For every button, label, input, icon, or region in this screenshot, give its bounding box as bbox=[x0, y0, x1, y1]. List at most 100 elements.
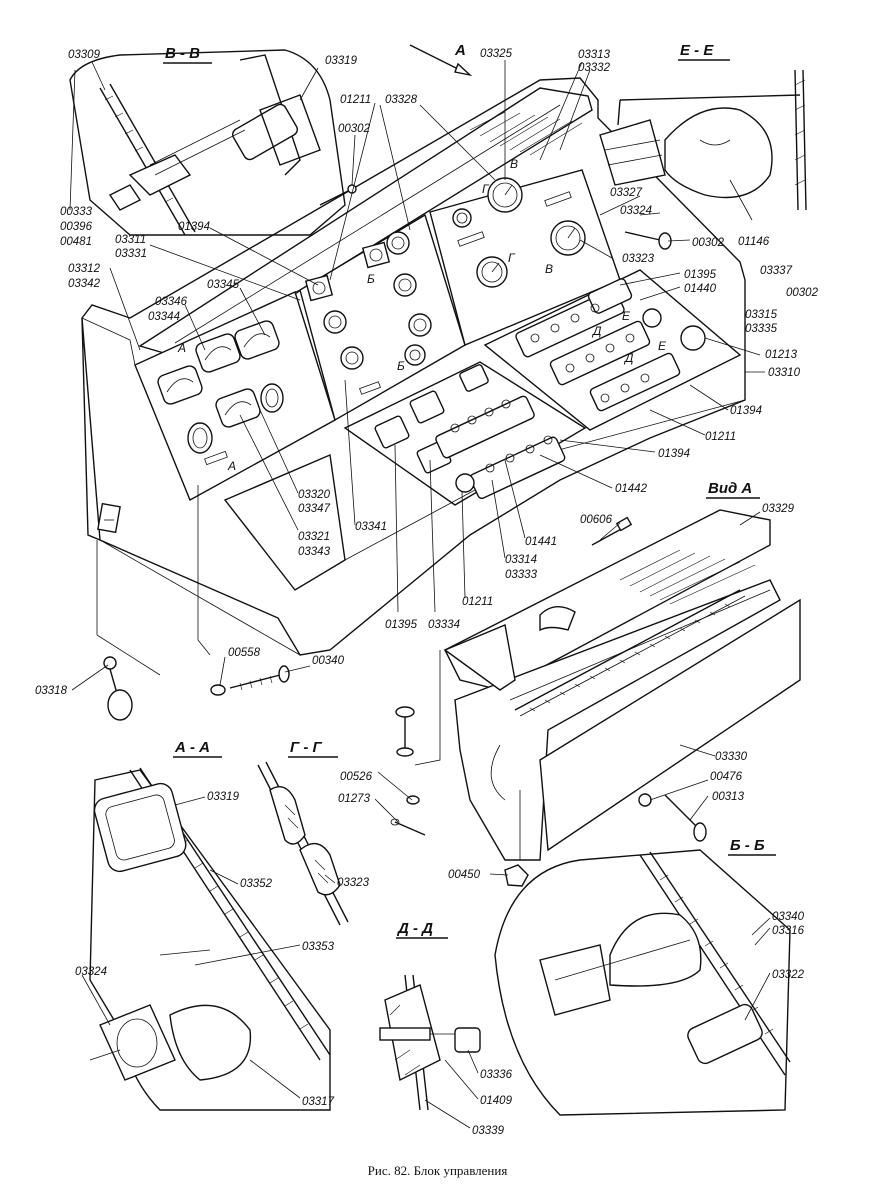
part-label: 03313 bbox=[578, 49, 611, 61]
section-v-v bbox=[69, 49, 346, 236]
part-label: 03335 bbox=[745, 323, 778, 335]
part-label: 03311 bbox=[115, 234, 146, 246]
part-label: 03336 bbox=[480, 1069, 513, 1081]
part-label: 03320 bbox=[298, 489, 331, 501]
mark-b2: Б bbox=[397, 359, 405, 373]
part-label: 01146 bbox=[738, 236, 770, 248]
part-label: 03324 bbox=[620, 205, 652, 217]
title-v-v: В - В bbox=[165, 45, 200, 62]
section-a-a bbox=[89, 767, 331, 1111]
section-g-g bbox=[257, 761, 349, 926]
part-label: 03346 bbox=[155, 296, 188, 308]
gauge bbox=[157, 365, 203, 405]
part-label: 03342 bbox=[68, 278, 101, 290]
gauge bbox=[187, 422, 213, 454]
part-label: 01441 bbox=[525, 536, 557, 548]
part-label: 03345 bbox=[207, 279, 240, 291]
title-e-e: Е - Е bbox=[680, 42, 714, 59]
part-label: 01394 bbox=[730, 405, 762, 417]
mark-d1: Д bbox=[591, 324, 602, 338]
part-label: 00302 bbox=[786, 287, 819, 299]
part-label: 03317 bbox=[302, 1096, 335, 1108]
figure-caption: Рис. 82. Блок управления bbox=[367, 1163, 508, 1178]
view-arrow: А bbox=[409, 42, 473, 77]
section-d-d bbox=[379, 974, 481, 1111]
section-b-b bbox=[494, 849, 791, 1116]
part-label: 01394 bbox=[178, 221, 210, 233]
part-label: 01213 bbox=[765, 349, 798, 361]
part-label: 00313 bbox=[712, 791, 745, 803]
part-label: 00526 bbox=[340, 771, 373, 783]
part-label: 03314 bbox=[505, 554, 537, 566]
part-label: 03324 bbox=[75, 966, 107, 978]
part-label: 01395 bbox=[684, 269, 717, 281]
part-label: 03325 bbox=[480, 48, 513, 60]
arrow-letter-a: А bbox=[454, 42, 466, 59]
mark-d2: Д bbox=[623, 351, 634, 365]
part-label: 00340 bbox=[312, 655, 345, 667]
part-label: 03337 bbox=[760, 265, 793, 277]
part-label: 00558 bbox=[228, 647, 261, 659]
part-label: 03323 bbox=[622, 253, 655, 265]
mark-e2: Е bbox=[658, 339, 667, 353]
part-label: 03319 bbox=[207, 791, 240, 803]
instruments bbox=[157, 177, 586, 466]
switch-clusters bbox=[374, 278, 706, 500]
eyebolt-assembly bbox=[103, 656, 290, 721]
mark-a1: А bbox=[177, 341, 186, 355]
part-label: 00396 bbox=[60, 221, 93, 233]
part-numbers: 03309 03319 03325 03313 03332 01211 0332… bbox=[35, 48, 819, 1137]
part-label: 01442 bbox=[615, 483, 648, 495]
part-label: 01211 bbox=[340, 94, 371, 106]
console-body bbox=[81, 77, 746, 656]
gauge bbox=[195, 333, 241, 373]
part-label: 01211 bbox=[462, 596, 493, 608]
gauge bbox=[234, 320, 280, 360]
part-label: 03344 bbox=[148, 311, 180, 323]
part-label: 03343 bbox=[298, 546, 331, 558]
part-label: 01395 bbox=[385, 619, 418, 631]
part-label: 03323 bbox=[337, 877, 370, 889]
part-label: 03353 bbox=[302, 941, 335, 953]
part-label: 03329 bbox=[762, 503, 795, 515]
section-marks: А А Б Б В В Г Г Д Д Е Е bbox=[177, 157, 667, 473]
part-label: 00450 bbox=[448, 869, 481, 881]
mark-b1: Б bbox=[367, 272, 375, 286]
part-label: 03310 bbox=[768, 367, 801, 379]
title-a-a: А - А bbox=[174, 739, 210, 756]
part-label: 03331 bbox=[115, 248, 147, 260]
part-label: 03339 bbox=[472, 1125, 505, 1137]
part-label: 03334 bbox=[428, 619, 460, 631]
mark-v1: В bbox=[510, 157, 518, 171]
part-label: 03312 bbox=[68, 263, 101, 275]
part-label: 03322 bbox=[772, 969, 805, 981]
part-label: 03347 bbox=[298, 503, 331, 515]
part-label: 03332 bbox=[578, 62, 611, 74]
title-view-a: Вид А bbox=[708, 480, 752, 497]
mark-g2: Г bbox=[508, 251, 516, 265]
section-titles: В - В Е - Е А - А Г - Г Д - Д Б - Б Вид … bbox=[163, 42, 776, 939]
part-label: 03333 bbox=[505, 569, 538, 581]
gauge bbox=[260, 383, 284, 413]
mark-e1: Е bbox=[622, 309, 631, 323]
title-g-g: Г - Г bbox=[290, 739, 323, 756]
part-label: 00333 bbox=[60, 206, 93, 218]
part-label: 01409 bbox=[480, 1095, 513, 1107]
title-b-b: Б - Б bbox=[730, 837, 765, 854]
view-a bbox=[390, 509, 801, 887]
part-label: 03328 bbox=[385, 94, 418, 106]
part-label: 03341 bbox=[355, 521, 387, 533]
part-label: 01211 bbox=[705, 431, 736, 443]
part-label: 00606 bbox=[580, 514, 613, 526]
part-label: 03318 bbox=[35, 685, 68, 697]
part-label: 01440 bbox=[684, 283, 717, 295]
part-label: 00302 bbox=[692, 237, 725, 249]
part-label: 03321 bbox=[298, 531, 330, 543]
section-e-e bbox=[599, 69, 807, 211]
part-label: 03319 bbox=[325, 55, 358, 67]
part-label: 03340 bbox=[772, 911, 805, 923]
part-label: 03316 bbox=[772, 925, 805, 937]
mark-a2: А bbox=[227, 459, 236, 473]
part-label: 01273 bbox=[338, 793, 371, 805]
